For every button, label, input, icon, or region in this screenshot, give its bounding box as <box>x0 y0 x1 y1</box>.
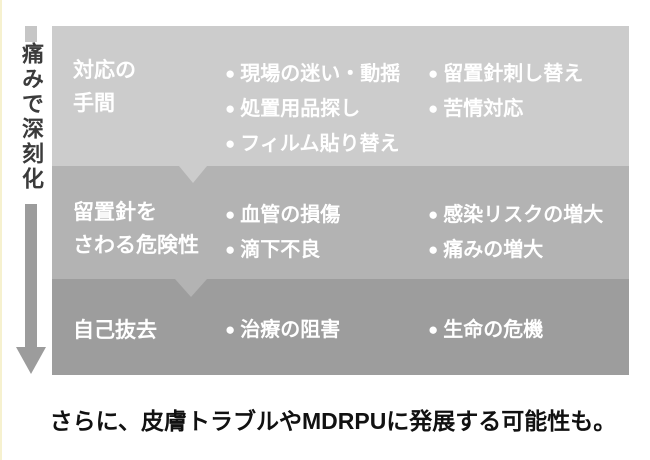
row-header-line: 手間 <box>73 92 115 115</box>
list-item: 留置針刺し替え <box>428 57 629 92</box>
row-header-line: 対応の <box>73 59 136 82</box>
step-down-notch-icon <box>175 279 207 297</box>
footer-caption: さらに、皮膚トラブルやMDRPUに発展する可能性も。 <box>49 408 617 434</box>
list-item: 滴下不良 <box>225 233 428 268</box>
pain-arrow-label: 痛みで深刻化 <box>19 42 44 192</box>
row-causes-list: 現場の迷い・動揺 処置用品探し フィルム貼り替え <box>225 26 428 166</box>
pain-arrow-dash <box>25 26 37 42</box>
stage-row-needle-risk: 留置針を さわる危険性 血管の損傷 滴下不良 感染リスクの増大 痛みの増大 <box>52 166 629 279</box>
row-header-line: 留置針を <box>73 201 157 224</box>
list-item: 感染リスクの増大 <box>428 198 629 233</box>
row-header-line: さわる危険性 <box>73 234 199 257</box>
pain-arrow-head-icon <box>16 347 46 374</box>
row-effects-list: 留置針刺し替え 苦情対応 <box>428 26 629 166</box>
row-header: 対応の 手間 <box>52 26 225 166</box>
stage-row-self-removal: 自己抜去 治療の阻害 生命の危機 <box>52 279 629 375</box>
list-item: フィルム貼り替え <box>225 127 428 162</box>
step-down-notch-icon <box>179 166 207 183</box>
row-causes-list: 血管の損傷 滴下不良 <box>225 166 428 279</box>
row-header: 自己抜去 <box>52 279 225 375</box>
stage-row-response-effort: 対応の 手間 現場の迷い・動揺 処置用品探し フィルム貼り替え 留置針刺し替え … <box>52 26 629 166</box>
list-item: 生命の危機 <box>428 313 629 348</box>
list-item: 処置用品探し <box>225 92 428 127</box>
list-item: 治療の阻害 <box>225 313 428 348</box>
row-effects-list: 感染リスクの増大 痛みの増大 <box>428 166 629 279</box>
row-effects-list: 生命の危機 <box>428 279 629 375</box>
list-item: 血管の損傷 <box>225 198 428 233</box>
row-header: 留置針を さわる危険性 <box>52 166 225 279</box>
row-header-line: 自己抜去 <box>73 319 157 342</box>
pain-arrow-shaft <box>25 204 37 347</box>
list-item: 痛みの増大 <box>428 233 629 268</box>
left-edge-strip <box>0 0 2 460</box>
row-causes-list: 治療の阻害 <box>225 279 428 375</box>
list-item: 苦情対応 <box>428 92 629 127</box>
list-item: 現場の迷い・動揺 <box>225 57 428 92</box>
